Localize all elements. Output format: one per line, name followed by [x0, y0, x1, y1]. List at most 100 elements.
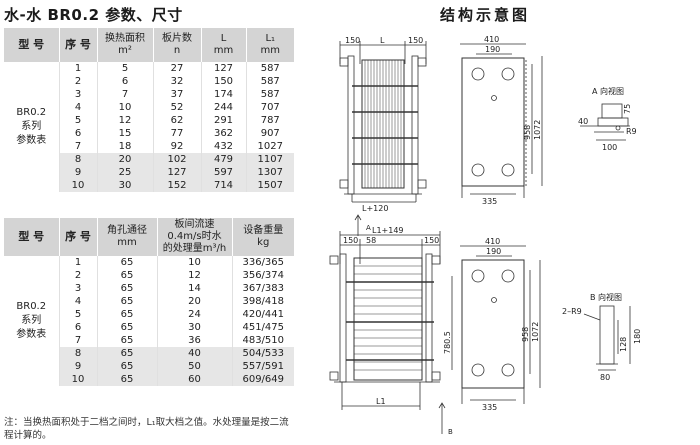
- table-cell: 24: [157, 308, 233, 321]
- dim-label: 150: [345, 36, 360, 45]
- table-cell: 65: [97, 373, 158, 386]
- table-cell: 557/591: [242, 361, 285, 372]
- dim-label: 58: [366, 236, 376, 245]
- dim-label: L1: [376, 397, 386, 406]
- header-weight-l2: kg: [257, 237, 270, 248]
- table-cell: 6: [59, 321, 98, 334]
- header-port-l1: 角孔通径: [107, 225, 147, 236]
- table-cell: 714: [201, 179, 247, 192]
- table-cell: 398/418: [242, 296, 285, 307]
- dim-label: 958: [523, 125, 532, 140]
- table-cell: 102: [153, 153, 202, 166]
- table-cell: 1: [59, 62, 98, 75]
- left-title: 水-水 BR0.2 参数、尺寸: [4, 6, 183, 24]
- table-cell: 587: [260, 89, 280, 100]
- side-view-a: 150 L 150 L+120: [339, 36, 427, 236]
- dim-label: L: [380, 36, 385, 45]
- table-cell: 60: [157, 373, 233, 386]
- dim-label: 190: [485, 45, 500, 54]
- header-port-l2: mm: [117, 237, 137, 248]
- model-line: 系列: [21, 315, 42, 326]
- header-L-l1: L: [220, 33, 227, 44]
- table-cell: 65: [97, 282, 158, 295]
- table-cell: 150: [201, 75, 247, 88]
- view-title: A 向视图: [592, 86, 624, 96]
- front-view-a: 410 190 958 1072 335: [460, 35, 543, 206]
- header-flow-l3: 的处理量m³/h: [162, 243, 227, 254]
- dim-label: 2–R9: [562, 307, 582, 316]
- table-cell: 1307: [257, 167, 283, 178]
- dim-label: 410: [484, 35, 499, 44]
- model-line: 系列: [21, 121, 42, 132]
- table-cell: 174: [201, 88, 247, 101]
- table-cell: 367/383: [242, 283, 285, 294]
- table-cell: 25: [97, 166, 154, 179]
- table-cell: 4: [59, 101, 98, 114]
- view-title: B 向视图: [590, 292, 622, 302]
- footnote: 注：当换热面积处于二档之间时，L₁取大档之值。水处理量是按二流 程计算的。: [4, 416, 300, 442]
- table-cell: 15: [97, 127, 154, 140]
- dim-label: 80: [600, 373, 610, 382]
- table-cell: 65: [97, 308, 158, 321]
- view-a-detail: A 向视图 40 75 R9 100: [578, 86, 637, 152]
- dim-label: 40: [578, 117, 588, 126]
- table-cell: 787: [260, 115, 280, 126]
- header-model: 型 号: [4, 218, 60, 256]
- table-cell: 1027: [257, 141, 283, 152]
- dim-label: 100: [602, 143, 617, 152]
- table-cell: 291: [201, 114, 247, 127]
- dim-label: 75: [623, 104, 632, 114]
- table-cell: 3: [59, 282, 98, 295]
- table-cell: 1507: [257, 180, 283, 191]
- table-cell: 65: [97, 360, 158, 373]
- model-line: BR0.2: [16, 107, 47, 118]
- table-cell: 18: [97, 140, 154, 153]
- table-cell: 479: [201, 153, 247, 166]
- dim-label: 150: [424, 236, 439, 245]
- table-cell: 65: [97, 256, 158, 269]
- table-cell: 10: [59, 179, 98, 192]
- table-cell: 9: [59, 166, 98, 179]
- table-cell: 92: [153, 140, 202, 153]
- footnote-line: 程计算的。: [4, 430, 52, 441]
- table-cell: 10: [59, 373, 98, 386]
- header-flow-l1: 板间流速: [174, 219, 215, 230]
- table-cell: 244: [201, 101, 247, 114]
- table-cell: 1: [59, 256, 98, 269]
- table-cell: 432: [201, 140, 247, 153]
- table-cell: 356/374: [242, 270, 285, 281]
- dim-label: 180: [633, 329, 642, 344]
- front-view-b: 410 190 780.5 958 1072 335: [443, 237, 541, 412]
- table-cell: 62: [153, 114, 202, 127]
- table-cell: 2: [59, 75, 98, 88]
- table-cell: 587: [260, 63, 280, 74]
- header-seq: 序 号: [59, 28, 98, 62]
- table-cell: 597: [201, 166, 247, 179]
- header-model: 型 号: [4, 28, 60, 62]
- dim-label: 190: [486, 247, 501, 256]
- header-L1-l1: L₁: [265, 33, 276, 44]
- table-cell: 65: [97, 295, 158, 308]
- footnote-line: 注：当换热面积处于二档之间时，L₁取大档之值。水处理量是按二流: [4, 417, 289, 428]
- header-seq: 序 号: [59, 218, 98, 256]
- table-cell: 65: [97, 321, 158, 334]
- table-cell: 20: [157, 295, 233, 308]
- table-cell: 127: [201, 62, 247, 75]
- table-cell: 5: [59, 114, 98, 127]
- table-cell: 52: [153, 101, 202, 114]
